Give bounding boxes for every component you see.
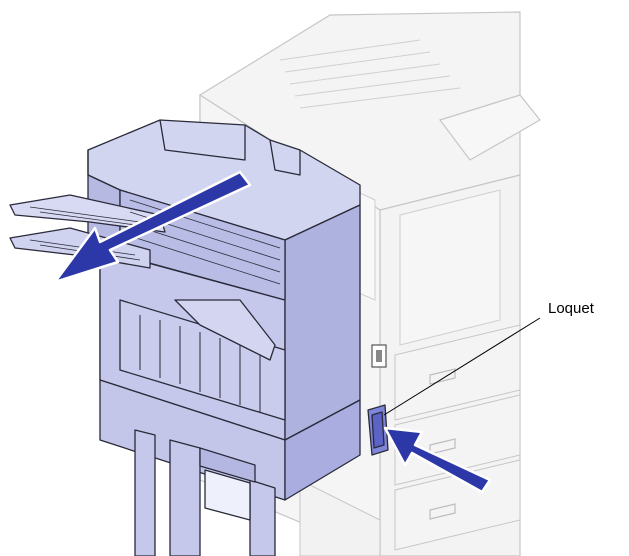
callout-leader-line [383, 317, 541, 416]
finisher-top-notch [269, 139, 301, 176]
latch-face [371, 411, 385, 449]
drawer-2 [394, 394, 521, 486]
upper-output-tray [9, 194, 166, 233]
drawer-1 [394, 324, 521, 421]
stand-left-leg [134, 429, 156, 556]
stand-base-opening [204, 469, 251, 521]
printer-vents [279, 39, 461, 109]
finisher-top-ridge [159, 119, 246, 161]
printer-front-door [399, 189, 501, 346]
finisher-lower-right [284, 399, 361, 501]
stand-right-leg [249, 479, 276, 556]
push-arrow [383, 426, 492, 494]
stacker-slots [139, 315, 261, 412]
printer-output-tray [439, 94, 541, 161]
finisher-stand [134, 429, 276, 556]
finisher-right-face [284, 204, 361, 441]
latch [367, 404, 389, 456]
pull-arrow [53, 170, 252, 284]
printer-base [299, 479, 381, 556]
lower-tray [174, 299, 276, 361]
finisher-unit [9, 119, 361, 501]
stand-center-leg [169, 439, 201, 556]
callout-label-latch: Loquet [548, 300, 594, 317]
stand-brace [199, 447, 256, 483]
